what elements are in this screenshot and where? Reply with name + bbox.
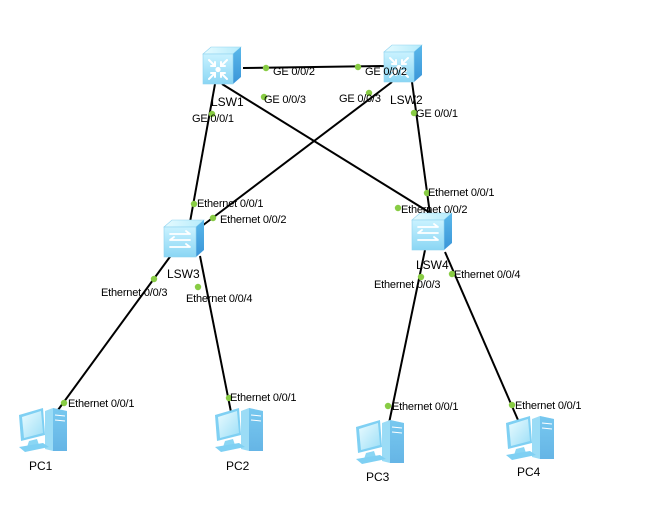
device-PC4[interactable] — [502, 413, 556, 468]
port-status-dot-LSW3 — [190, 200, 198, 208]
port-label-pc2-eth001: Ethernet 0/0/1 — [230, 392, 297, 404]
port-status-dot-LSW2 — [365, 89, 373, 97]
port-status-dot-LSW1 — [262, 64, 270, 72]
link-LSW3-PC2[interactable] — [199, 255, 232, 413]
port-label-lsw2-ge001: GE 0/0/1 — [416, 108, 458, 120]
device-label-LSW4: LSW4 — [416, 258, 449, 272]
pc-icon — [506, 416, 554, 460]
port-status-dot-PC2 — [225, 394, 233, 402]
port-label-lsw4-eth001: Ethernet 0/0/1 — [428, 187, 495, 199]
device-PC2[interactable] — [211, 405, 265, 460]
pc-icon — [19, 408, 67, 452]
link-LSW1-LSW4[interactable] — [221, 83, 433, 215]
port-status-dot-LSW2 — [354, 63, 362, 71]
port-label-pc3-eth001: Ethernet 0/0/1 — [392, 401, 459, 413]
port-status-dot-LSW4 — [448, 270, 456, 278]
core-switch-icon — [383, 44, 423, 83]
pc-icon — [356, 420, 404, 464]
port-label-pc4-eth001: Ethernet 0/0/1 — [515, 400, 582, 412]
port-status-dot-LSW2 — [410, 109, 418, 117]
port-label-lsw1-ge001: GE 0/0/1 — [192, 113, 234, 125]
port-label-lsw3-eth001: Ethernet 0/0/1 — [197, 198, 264, 210]
device-label-PC1: PC1 — [29, 459, 53, 473]
port-status-dot-LSW3 — [150, 275, 158, 283]
device-label-LSW2: LSW2 — [390, 93, 423, 107]
device-PC3[interactable] — [352, 417, 406, 472]
port-status-dot-PC3 — [384, 402, 392, 410]
device-LSW1[interactable] — [201, 46, 243, 91]
link-LSW4-PC4[interactable] — [444, 251, 519, 421]
port-status-dot-LSW3 — [209, 214, 217, 222]
port-label-lsw4-eth004: Ethernet 0/0/4 — [454, 269, 521, 281]
port-status-dot-LSW3 — [194, 283, 202, 291]
device-LSW4[interactable] — [410, 212, 454, 257]
port-label-lsw2-ge002: GE 0/0/2 — [365, 66, 407, 78]
port-status-dot-PC1 — [60, 399, 68, 407]
port-status-dot-LSW1 — [208, 110, 216, 118]
port-label-lsw4-eth002: Ethernet 0/0/2 — [401, 204, 468, 216]
port-label-pc1-eth001: Ethernet 0/0/1 — [68, 398, 135, 410]
device-LSW2[interactable] — [382, 44, 424, 89]
access-switch-icon — [163, 219, 205, 258]
device-label-PC3: PC3 — [366, 470, 390, 484]
port-label-lsw4-eth003: Ethernet 0/0/3 — [374, 279, 441, 291]
port-status-dot-LSW4 — [417, 273, 425, 281]
pc-icon — [215, 408, 263, 452]
port-label-lsw1-ge003: GE 0/0/3 — [264, 94, 306, 106]
link-LSW2-LSW3[interactable] — [193, 81, 393, 233]
device-label-PC4: PC4 — [517, 465, 541, 479]
port-label-lsw3-eth002: Ethernet 0/0/2 — [220, 214, 287, 226]
port-label-lsw3-eth003: Ethernet 0/0/3 — [101, 287, 168, 299]
port-status-dot-LSW1 — [260, 93, 268, 101]
device-LSW3[interactable] — [162, 219, 206, 264]
port-status-dot-LSW4 — [394, 204, 402, 212]
device-PC1[interactable] — [15, 405, 69, 460]
core-switch-icon — [202, 46, 242, 85]
link-LSW1-LSW3[interactable] — [189, 83, 216, 223]
port-label-lsw1-ge002: GE 0/0/2 — [273, 66, 315, 78]
port-label-lsw3-eth004: Ethernet 0/0/4 — [186, 293, 253, 305]
port-status-dot-LSW4 — [423, 189, 431, 197]
access-switch-icon — [411, 212, 453, 251]
link-LSW4-PC3[interactable] — [382, 249, 426, 453]
port-label-lsw2-ge003: GE 0/0/3 — [339, 93, 381, 105]
device-label-LSW3: LSW3 — [167, 267, 200, 281]
device-label-PC2: PC2 — [226, 459, 250, 473]
port-status-dot-PC4 — [508, 401, 516, 409]
device-label-LSW1: LSW1 — [211, 95, 244, 109]
